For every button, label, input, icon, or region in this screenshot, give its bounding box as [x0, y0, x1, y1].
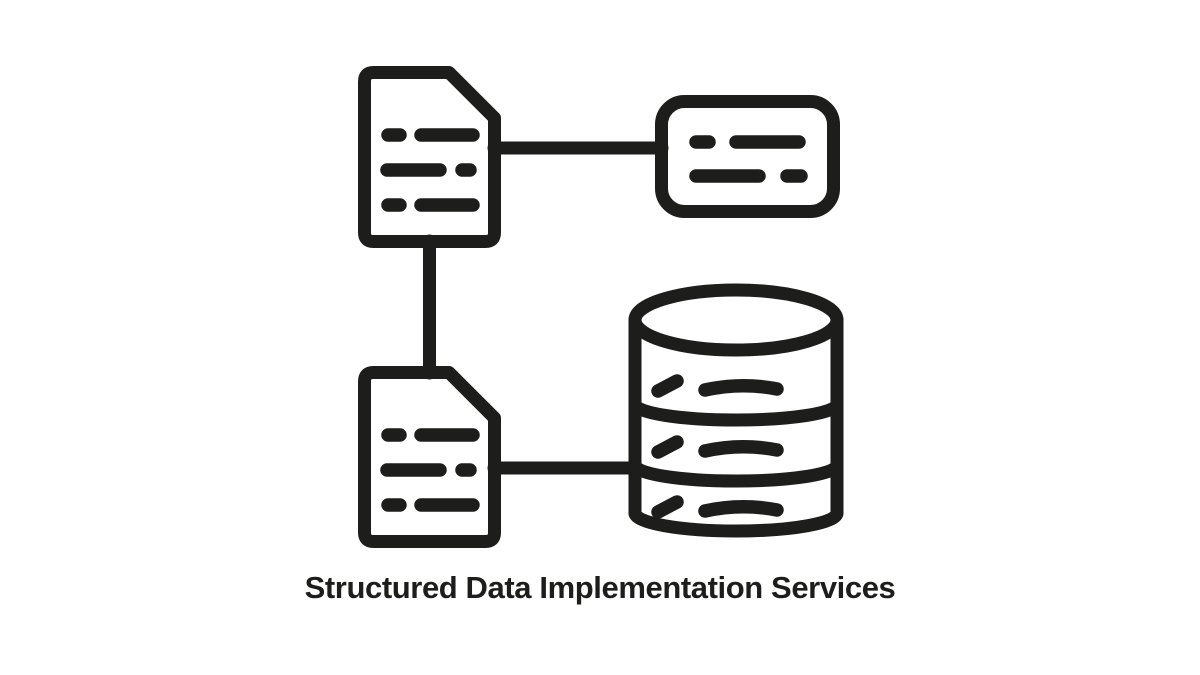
data-card-icon: [655, 95, 840, 218]
document-text-lines: [380, 128, 480, 212]
document-outline: [358, 366, 501, 548]
page-title: Structured Data Implementation Services: [304, 570, 896, 605]
document-text-lines: [380, 428, 480, 512]
database-icon: [628, 283, 844, 538]
document-outline: [358, 66, 501, 248]
card-outline: [655, 95, 840, 218]
database-record-lines: [651, 374, 784, 519]
database-divider-2: [628, 458, 844, 488]
card-text-lines: [689, 135, 808, 183]
document-icon-top: [358, 66, 501, 248]
connector-lines: [423, 141, 669, 475]
database-divider-1: [628, 397, 844, 427]
document-icon-bottom: [358, 366, 501, 548]
database-top-ellipse: [628, 283, 844, 357]
database-bottom-arc: [628, 506, 844, 538]
